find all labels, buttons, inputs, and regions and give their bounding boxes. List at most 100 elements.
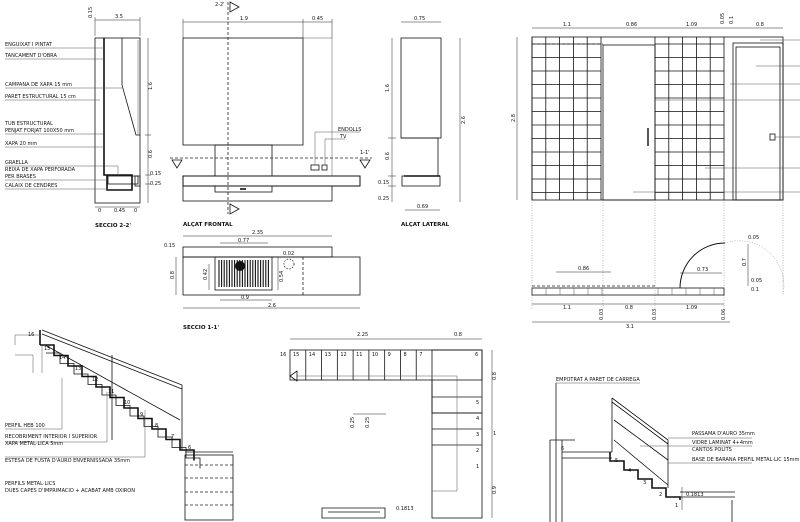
dim-text: 0.69 — [417, 204, 428, 210]
step-number: 5 — [615, 458, 618, 464]
drawing-title: SECCIO 1-1' — [183, 325, 219, 331]
dim-text: 0.45 — [114, 208, 125, 214]
dim-text: 0.15 — [164, 243, 175, 249]
step-number: 16 — [280, 352, 286, 358]
dim-text: 0.8 — [492, 372, 498, 380]
stair-section-right: EMPOTRAT A PARET DE CARREGA PASSAMA D'AU… — [549, 377, 800, 522]
dim-text: 0.7 — [742, 258, 748, 266]
step-number: 8 — [403, 352, 406, 358]
annotation-tv: TV — [339, 134, 347, 140]
plan-treads — [305, 350, 482, 446]
step-number: 7 — [419, 352, 422, 358]
step-number: 12 — [340, 352, 346, 358]
step-number: 1 — [675, 503, 678, 509]
step-number: 13 — [325, 352, 331, 358]
dim-text: 0.1 — [729, 16, 735, 24]
dim-text: 0.1 — [751, 287, 759, 293]
label-vidre: VIDRE LAMINAT 4+4mm — [692, 440, 753, 446]
dim-text: 0.8 — [756, 22, 764, 28]
step-number: 2 — [659, 492, 662, 498]
dim-text: 0.77 — [238, 238, 249, 244]
front-elevation: 2-2' 1-1' ENDOLLS TV 1.9 0.45 ALÇAT FRON… — [170, 1, 372, 228]
side-elevation: 0.75 1.6 2.6 0.6 0.15 0.25 0.69 ALÇAT LA… — [378, 16, 467, 228]
label-dues-capes: DUES CAPES D'IMPRIMACIO + ACABAT AMB OXI… — [5, 488, 135, 494]
dim-text: 2.6 — [268, 303, 276, 309]
dim-text: 1.6 — [148, 82, 154, 90]
step-number: 12 — [92, 377, 98, 383]
step-number: 11 — [356, 352, 362, 358]
label-perfil-heb: PERFIL HEB 100 — [5, 423, 45, 429]
label-reixa: REIXA DE XAPA PERFORADA — [5, 167, 76, 173]
step-number: 8 — [155, 423, 158, 429]
step-number: 3 — [643, 480, 646, 486]
step-number: 6 — [561, 446, 564, 452]
step-number: 3 — [476, 432, 479, 438]
label-tub: TUB ESTRUCTURAL — [4, 121, 53, 127]
dim-text: 0.25 — [150, 181, 161, 187]
label-calaix: CALAIX DE CENDRES — [5, 183, 57, 189]
dim-text: 1.09 — [686, 305, 697, 311]
dim-text: 3.1 — [626, 324, 634, 330]
drawing-title: ALÇAT LATERAL — [401, 222, 450, 228]
label-xapa: XAPA METAL·LICA 5mm — [5, 441, 63, 447]
dim-text: 0.1813 — [686, 492, 704, 498]
dim-text: 0.25 — [365, 417, 371, 428]
dim-text: 2.25 — [357, 332, 368, 338]
label-passama: PASSAMA D'AURO 35mm — [692, 431, 755, 437]
step-number: 15 — [293, 352, 299, 358]
plan-blocks — [531, 288, 715, 295]
step-number: 4 — [628, 468, 631, 474]
dim-text: 0.8 — [625, 305, 633, 311]
section-mark: 2-2' — [215, 2, 225, 8]
step-number: 14 — [309, 352, 315, 358]
dim-text: 0.9 — [241, 295, 249, 301]
dim-text: 0.9 — [492, 486, 498, 494]
stair-profile — [609, 452, 681, 500]
dim-text: 0 — [98, 208, 101, 214]
label-xapa: XAPA 20 mm — [5, 141, 37, 147]
label-tancament: TANCAMENT D'OBRA — [4, 53, 57, 59]
step-number: 7 — [171, 434, 174, 440]
step-number: 4 — [476, 416, 479, 422]
step-number: 11 — [108, 389, 114, 395]
dim-text: 0.25 — [378, 196, 389, 202]
label-cantos: CANTOS POLITS — [692, 447, 732, 453]
dim-text: 0.8 — [170, 271, 176, 279]
label-estesa: ESTESA DE FUSTA D'AURO ENVERNISSADA 35mm — [5, 458, 130, 464]
dim-text: 0.86 — [578, 266, 589, 272]
label-recobriment: RECOBRIMENT INTERIOR I SUPERIOR — [5, 434, 98, 440]
dim-text: 1.6 — [385, 84, 391, 92]
step-number: 16 — [28, 332, 34, 338]
dim-text: 0.15 — [378, 180, 389, 186]
drawing-title: SECCIO 2-2' — [95, 223, 131, 229]
dim-text: 0.05 — [751, 278, 762, 284]
glass-block-grid — [531, 37, 725, 200]
label-empotrat: EMPOTRAT A PARET DE CARREGA — [556, 377, 640, 383]
dim-text: 3.5 — [115, 14, 123, 20]
label-base-barana: BASE DE BARANA PERFIL METAL·LIC 15mm — [692, 457, 800, 463]
stair-steps — [40, 344, 201, 469]
dim-text: 0.54 — [279, 271, 285, 282]
dim-text: 0.75 — [414, 16, 425, 22]
label-perfils: PERFILS METAL·LICS — [5, 481, 55, 487]
dim-text: 2.8 — [511, 114, 517, 122]
step-number: 5 — [476, 400, 479, 406]
dim-text: 1.1 — [563, 305, 571, 311]
section-2-2: ENGUIXAT I PINTAT TANCAMENT D'OBRA CAMPA… — [4, 7, 161, 229]
dim-text: 0.15 — [88, 7, 94, 18]
dim-text: 0.15 — [150, 171, 161, 177]
dim-text: 0.02 — [283, 251, 294, 257]
label-campana: CAMPANA DE XAPA 15 mm — [5, 82, 72, 88]
dim-text: 1.9 — [240, 16, 248, 22]
step-number: 15 — [44, 346, 50, 352]
step-number: 9 — [388, 352, 391, 358]
stair-underside — [46, 352, 201, 469]
dim-text: 0.05 — [748, 235, 759, 241]
fire-log-icon — [235, 261, 245, 271]
step-number: 10 — [124, 400, 130, 406]
section-mark: 1-1' — [360, 150, 370, 156]
stair-steps — [609, 452, 681, 500]
dim-text: 0.06 — [721, 309, 727, 320]
